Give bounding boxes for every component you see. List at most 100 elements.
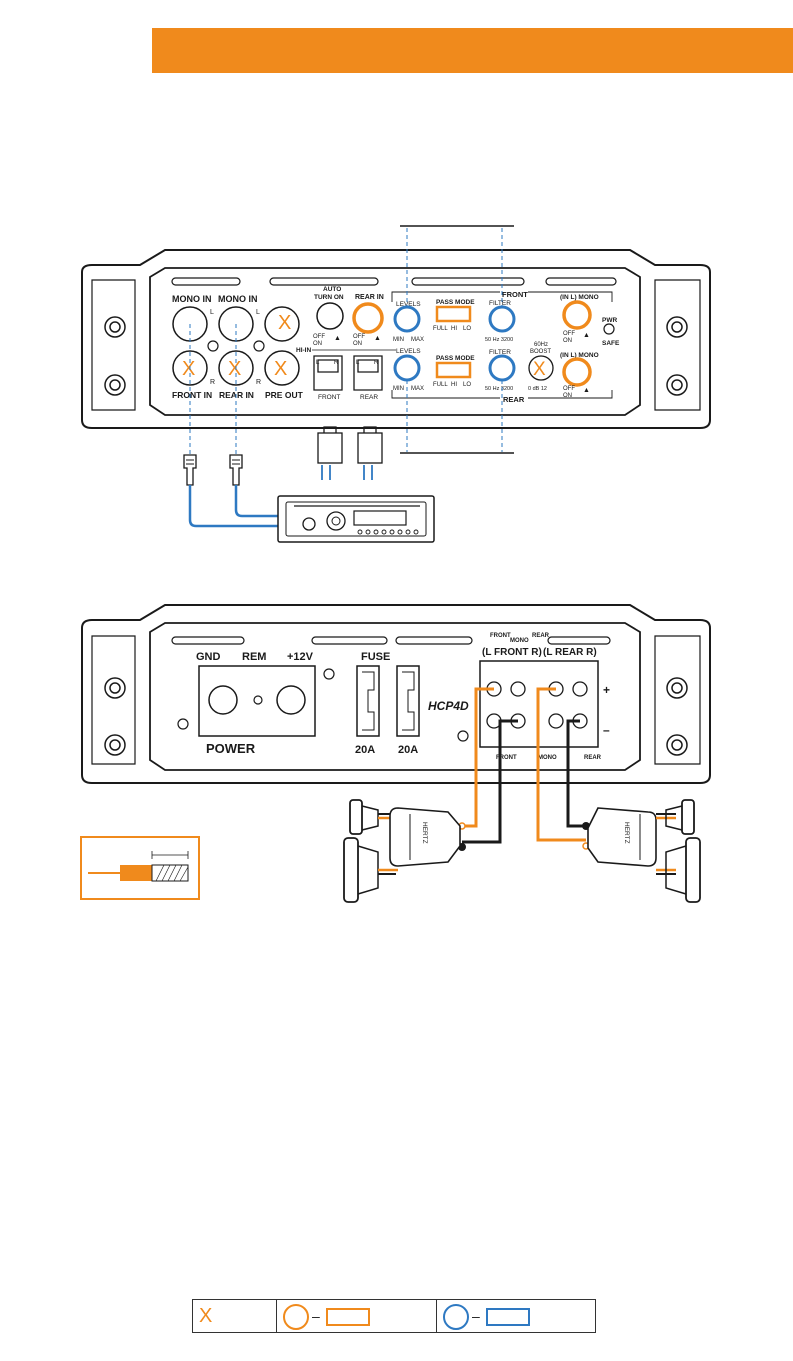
top-mono-label: MONO (510, 638, 529, 644)
legend-x-mark: X (199, 1305, 213, 1327)
blue-knob-icon (443, 1304, 469, 1330)
rear-section-label: REAR (503, 395, 525, 404)
hi-in-label: HI-IN (296, 347, 311, 354)
rear-in-top-label: REAR IN (355, 294, 384, 301)
hi-label: HI (451, 326, 457, 332)
in-l-mono-label: (IN L) MONO (560, 294, 599, 301)
svg-text:L: L (356, 360, 360, 366)
pre-out-label: PRE OUT (265, 390, 304, 400)
hz-range-label: 50 Hz 3200 (485, 386, 513, 392)
bottom-front-label: FRONT (496, 755, 517, 761)
l-label: L (210, 309, 214, 316)
x-mark: X (228, 358, 241, 380)
blue-switch-icon (486, 1308, 530, 1326)
filter-label: FILTER (489, 300, 511, 307)
hi-label: HI (451, 382, 457, 388)
mounting-screw-icon (666, 374, 688, 396)
speaker-crossover-left: HERTZ (343, 799, 461, 903)
fuse-icon (396, 665, 420, 737)
minus-label: – (603, 723, 610, 737)
orange-switch-icon (326, 1308, 370, 1326)
bottom-rear-label: REAR (584, 755, 602, 761)
brand-label: HERTZ (623, 822, 630, 844)
rear-lr-label: (L REAR R) (543, 647, 597, 658)
x-mark: X (274, 358, 287, 380)
header-bar (152, 28, 793, 73)
mounting-screw-icon (104, 374, 126, 396)
power-panel: GND REM +12V POWER FUSE 20A 20A HCP4D FR… (81, 604, 711, 784)
turn-on-label: TURN ON (314, 294, 344, 301)
crossover-icon (389, 807, 461, 867)
on-label: ON (563, 393, 572, 399)
legend: X – – (192, 1299, 596, 1333)
levels-label: LEVELS (396, 348, 421, 355)
hz-range-label: 50 Hz 3200 (485, 337, 513, 343)
svg-text:▲: ▲ (583, 332, 590, 339)
front-section-label: FRONT (502, 290, 528, 299)
switch-icon: ▲ (334, 335, 341, 342)
svg-text:L: L (316, 360, 320, 366)
legend-dash: – (312, 1308, 320, 1324)
x-mark: X (533, 359, 546, 380)
x-mark: X (182, 358, 195, 380)
model-label: HCP4D (428, 699, 469, 713)
full-label: FULL (433, 326, 448, 332)
svg-text:R: R (374, 360, 379, 366)
svg-text:R: R (334, 360, 339, 366)
min-label: MIN (393, 337, 404, 343)
r-label: R (256, 379, 261, 386)
auto-label: AUTO (323, 286, 341, 293)
on-label: ON (563, 338, 572, 344)
filter-label: FILTER (489, 349, 511, 356)
mounting-screw-icon (104, 316, 126, 338)
legend-blue-cell: – (437, 1300, 595, 1332)
front-in-label: FRONT IN (172, 390, 212, 400)
hi-in-front-label: FRONT (318, 394, 340, 401)
mounting-screw-icon (104, 677, 126, 699)
wire-strip-illustration (80, 836, 200, 900)
lo-label: LO (463, 326, 471, 332)
l-label: L (256, 309, 260, 316)
min-label: MIN (393, 386, 404, 392)
max-label: MAX (411, 337, 424, 343)
led-icon (603, 323, 615, 335)
pwr-label: PWR (602, 317, 617, 324)
boost-label: BOOST (530, 349, 551, 355)
crossover-icon (587, 807, 657, 867)
plus-label: + (603, 683, 610, 697)
mono-in-label: MONO IN (218, 294, 258, 304)
fuse-label: FUSE (361, 651, 390, 663)
fuse-icon (356, 665, 380, 737)
fuse2-label: 20A (398, 744, 418, 756)
mono-in-label: MONO IN (172, 294, 212, 304)
off-label: OFF (563, 386, 575, 392)
speaker-crossover-right: HERTZ (587, 799, 701, 903)
input-panel: X X X X MONO IN MONO IN L L R R FRONT IN… (81, 249, 711, 429)
lo-label: LO (463, 382, 471, 388)
top-front-label: FRONT (490, 633, 511, 639)
x-mark: X (278, 312, 291, 334)
off-label: OFF (353, 334, 365, 340)
power-label: POWER (206, 741, 256, 756)
mounting-screw-icon (666, 677, 688, 699)
off-label: OFF (313, 334, 325, 340)
svg-text:▲: ▲ (583, 387, 590, 394)
mounting-screw-icon (104, 734, 126, 756)
gnd-label: GND (196, 651, 221, 663)
off-label: OFF (563, 331, 575, 337)
head-unit-wiring (183, 426, 435, 543)
bottom-mono-label: MONO (538, 755, 557, 761)
boost-60hz-label: 60Hz (534, 342, 548, 348)
in-l-mono-label: (IN L) MONO (560, 352, 599, 359)
switch-icon: ▲ (374, 335, 381, 342)
pass-mode-label: PASS MODE (436, 355, 475, 362)
legend-orange-cell: – (277, 1300, 437, 1332)
mounting-screw-icon (666, 734, 688, 756)
v12-label: +12V (287, 651, 314, 663)
mounting-screw-icon (666, 316, 688, 338)
rem-label: REM (242, 651, 266, 663)
safe-label: SAFE (602, 340, 620, 347)
levels-label: LEVELS (396, 301, 421, 308)
hi-in-rear-label: REAR (360, 394, 378, 401)
